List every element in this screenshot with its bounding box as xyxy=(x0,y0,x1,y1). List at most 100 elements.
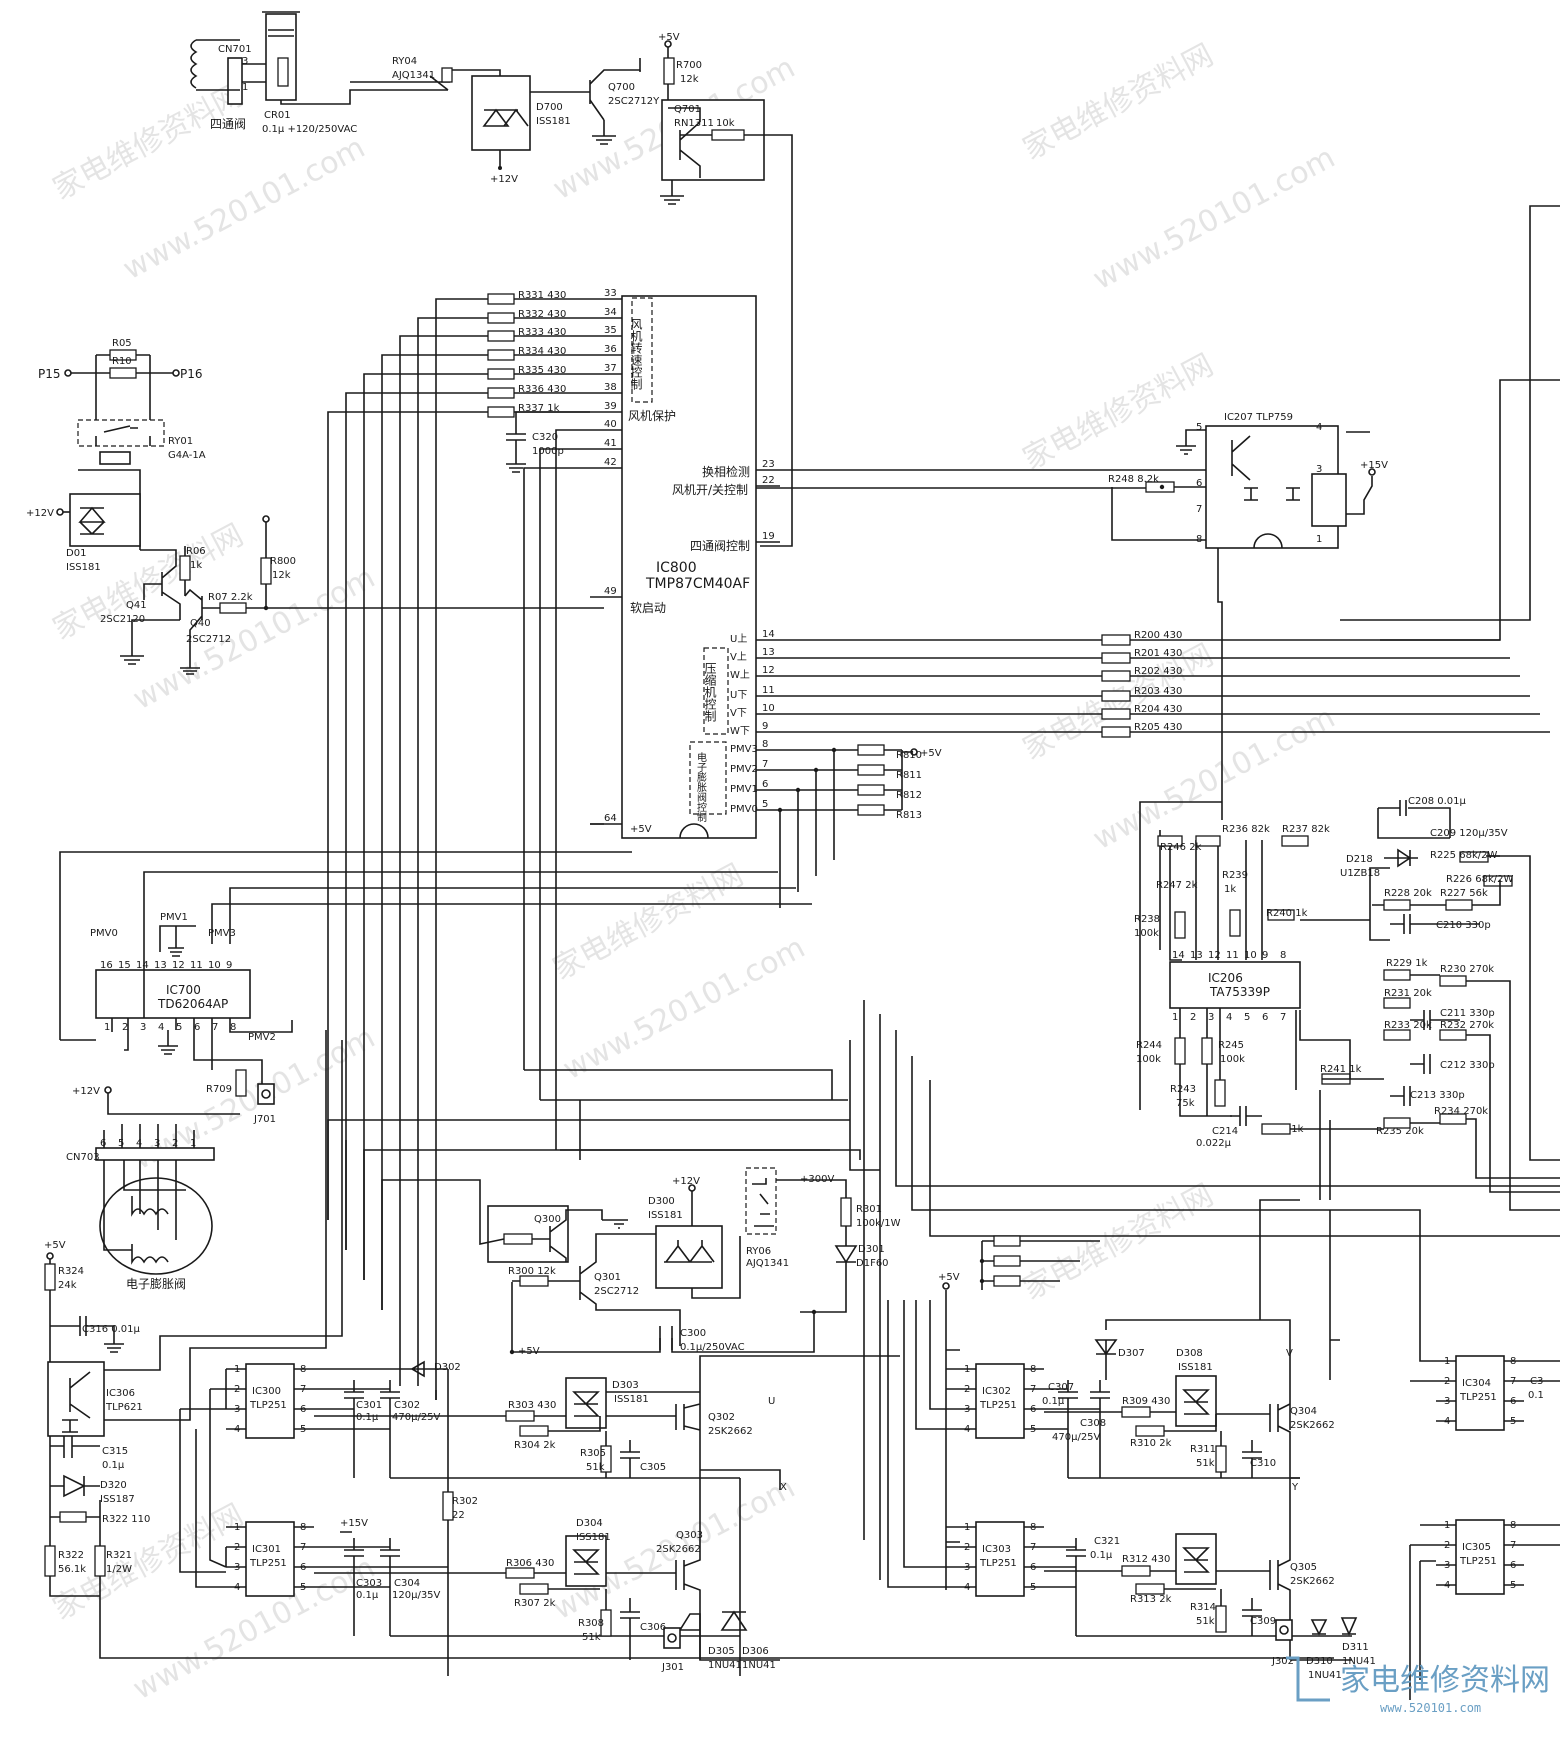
ic700-pin-label: 8 xyxy=(230,1022,236,1033)
ic800-name: IC800 xyxy=(656,560,697,576)
ic700-pin-label: 7 xyxy=(212,1022,218,1033)
ic800-pin-label: 6 xyxy=(762,779,768,790)
d308-part: ISS181 xyxy=(1178,1362,1213,1373)
r304-label: R304 2k xyxy=(514,1440,556,1451)
d304-label: D304 xyxy=(576,1518,603,1529)
resistor xyxy=(487,312,515,324)
ic-label: IC303 xyxy=(982,1544,1011,1555)
q305-part: 2SK2662 xyxy=(1290,1576,1335,1587)
ic800-pin-name: W下 xyxy=(730,726,750,737)
pmv3-label: PMV3 xyxy=(208,928,236,939)
d311-part: 1NU41 xyxy=(1342,1656,1376,1667)
d304-part: ISS181 xyxy=(576,1532,611,1543)
resistor xyxy=(857,744,885,756)
p15-label: P15 xyxy=(38,367,61,381)
jumper-j302 xyxy=(1275,1619,1293,1641)
ry01-part: G4A-1A xyxy=(168,450,206,461)
plus5-label: +5V xyxy=(658,32,680,43)
ic800-pin-name: PMV2 xyxy=(730,764,758,775)
r05-label: R05 xyxy=(112,338,132,349)
resistor xyxy=(1215,1605,1227,1633)
plus5-label: +5V xyxy=(938,1272,960,1283)
ic-label: IC304 xyxy=(1462,1378,1491,1389)
ic306-part: TLP621 xyxy=(105,1402,143,1413)
q304-part: 2SK2662 xyxy=(1290,1420,1335,1431)
r313-label: R313 2k xyxy=(1130,1594,1172,1605)
q701-label: Q701 xyxy=(674,104,701,115)
svg-text:5: 5 xyxy=(1196,422,1202,433)
optocoupler xyxy=(975,1521,1025,1597)
c315-label: C315 xyxy=(102,1446,128,1457)
ic700-pin-label: 12 xyxy=(172,960,185,971)
svg-text:1: 1 xyxy=(242,82,248,93)
plus12-label: +12V xyxy=(72,1086,100,1097)
r324-label: R324 xyxy=(58,1266,84,1277)
r322-label: R322 xyxy=(58,1550,84,1561)
r800-label: R800 xyxy=(270,556,296,567)
resistor-label: R200 430 xyxy=(1134,630,1182,641)
ry04-label: RY04 xyxy=(392,56,417,67)
ic800-right-pins: 23221914U上13V上12W上11U下10V下9W下8PMV37PMV26… xyxy=(730,459,780,815)
q40-label: Q40 xyxy=(190,618,211,629)
ic-label: IC305 xyxy=(1462,1542,1491,1553)
c305-label: C305 xyxy=(640,1462,666,1473)
r236-label: R236 82k xyxy=(1222,824,1270,835)
d306-label: D306 xyxy=(742,1646,769,1657)
q301-label: Q301 xyxy=(594,1272,621,1283)
ic206-pin-label: 5 xyxy=(1244,1012,1250,1023)
d305-label: D305 xyxy=(708,1646,735,1657)
cr01-label: CR01 xyxy=(264,110,291,121)
ic800-pin-label: 36 xyxy=(604,344,617,355)
plus12-label: +12V xyxy=(26,508,54,519)
cr01-value: 0.1μ +120/250VAC xyxy=(262,124,357,135)
watermark-cn: 家电维修资料网 xyxy=(1017,38,1219,167)
resistor-label: R332 430 xyxy=(518,309,566,320)
ic700-pin-label: 14 xyxy=(136,960,149,971)
ic800-fan-protect: 风机保护 xyxy=(628,409,676,423)
ic700-pin-label: 4 xyxy=(158,1022,164,1033)
ic800-pin-label: 42 xyxy=(604,457,617,468)
ic-part: TLP251 xyxy=(979,1558,1017,1569)
plus12-label: +12V xyxy=(490,174,518,185)
q40-part: 2SC2712 xyxy=(186,634,231,645)
ic206-part: TA75339P xyxy=(1209,985,1270,999)
resistor xyxy=(1101,690,1131,702)
r232-label: R232 270k xyxy=(1440,1020,1494,1031)
watermark-cn: 家电维修资料网 xyxy=(1017,348,1219,477)
c301-value: 0.1μ xyxy=(356,1412,379,1423)
watermark-cn: 家电维修资料网 xyxy=(47,78,249,207)
ic800-pin-label: 10 xyxy=(762,703,775,714)
ry04-part: AJQ1341 xyxy=(392,70,435,81)
q41-label: Q41 xyxy=(126,600,147,611)
resistor xyxy=(487,406,515,418)
svg-text:1: 1 xyxy=(1316,534,1322,545)
watermark-cn: 家电维修资料网 xyxy=(547,858,749,987)
svg-text:6: 6 xyxy=(1196,478,1202,489)
r302-label: R302 xyxy=(452,1496,478,1507)
c300-value: 0.1μ/250VAC xyxy=(680,1342,745,1353)
d305-part: 1NU41 xyxy=(708,1660,742,1671)
ic700-pin-label: 5 xyxy=(176,1022,182,1033)
ic206-label: IC206 xyxy=(1208,971,1243,985)
ic800-pin-label: 19 xyxy=(762,531,775,542)
c302-label: C302 xyxy=(394,1400,420,1411)
c320-value: 1000p xyxy=(532,446,564,457)
d301-part: D1F60 xyxy=(856,1258,889,1269)
ic700-pin-label: 15 xyxy=(118,960,131,971)
resistor xyxy=(857,784,885,796)
r314-value: 51k xyxy=(1196,1616,1215,1627)
d303-label: D303 xyxy=(612,1380,639,1391)
q41-part: 2SC2120 xyxy=(100,614,145,625)
softstart-circuit: P15 P16 R05 R10 RY01 G4A-1A +12V D01 ISS… xyxy=(26,338,604,675)
watermark: www.520101.com xyxy=(1087,140,1341,297)
c212-label: C212 330p xyxy=(1440,1060,1495,1071)
r308-label: R308 xyxy=(578,1618,604,1629)
ic800-vcc: +5V xyxy=(630,824,652,835)
q304-label: Q304 xyxy=(1290,1406,1317,1417)
r322-value: 56.1k xyxy=(58,1564,86,1575)
r322b-label: R322 110 xyxy=(102,1514,150,1525)
